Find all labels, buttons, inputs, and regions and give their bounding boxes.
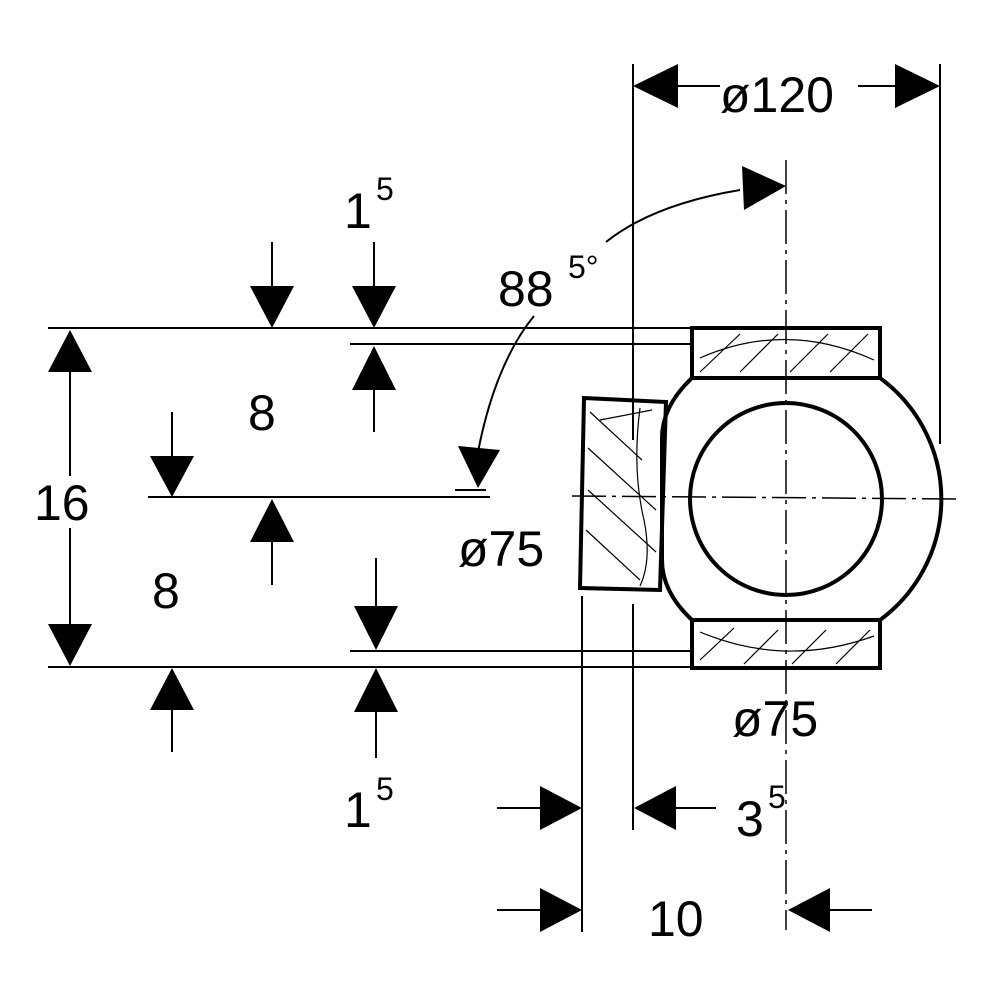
arrow-down-upper <box>250 286 294 328</box>
section-hatching <box>585 333 875 665</box>
arrow-down-bottom-wall <box>354 606 398 650</box>
label-angle: 88 <box>498 261 554 317</box>
arrow-angle-top <box>742 166 786 210</box>
dimension-labels: ø120 88 5° 1 5 8 16 8 ø75 ø75 1 5 3 5 10 <box>34 67 834 947</box>
center-lines <box>571 160 961 930</box>
label-bottom-wall: 1 <box>344 782 372 838</box>
label-diameter-75-bottom: ø75 <box>732 691 818 747</box>
label-angle-superscript: 5° <box>568 249 599 285</box>
central-housing <box>660 376 944 622</box>
dimension-lines <box>48 64 940 932</box>
arrow-angle-bottom <box>458 446 500 488</box>
label-diameter-120: ø120 <box>720 67 834 123</box>
arrow-up-top-wall <box>352 346 396 390</box>
label-length: 10 <box>648 891 704 947</box>
arrow-right-diameter <box>895 64 940 108</box>
arrow-left-offset <box>634 786 676 830</box>
arrow-down-mid <box>150 456 194 497</box>
label-upper-half: 8 <box>248 385 276 441</box>
label-diameter-75-left: ø75 <box>458 521 544 577</box>
extension-lines <box>48 64 941 932</box>
left-branch-socket <box>577 395 669 593</box>
label-top-wall: 1 <box>344 183 372 239</box>
arrow-up-bottom-wall <box>354 668 398 712</box>
arrow-up-total <box>48 330 92 372</box>
label-offset-superscript: 5 <box>768 779 786 815</box>
arrow-right-length <box>540 888 582 932</box>
arrow-right-offset <box>540 786 582 830</box>
label-offset: 3 <box>736 791 764 847</box>
arrow-down-top-wall <box>352 286 396 328</box>
arrow-down-total <box>48 624 92 666</box>
label-lower-half: 8 <box>152 563 180 619</box>
arrow-up-lower <box>150 668 194 710</box>
label-total-height: 16 <box>34 475 90 531</box>
arrow-left-diameter <box>633 64 678 108</box>
arrow-left-length <box>788 888 830 932</box>
label-top-wall-superscript: 5 <box>376 171 394 207</box>
arrow-up-mid <box>250 499 294 542</box>
label-bottom-wall-superscript: 5 <box>376 771 394 807</box>
